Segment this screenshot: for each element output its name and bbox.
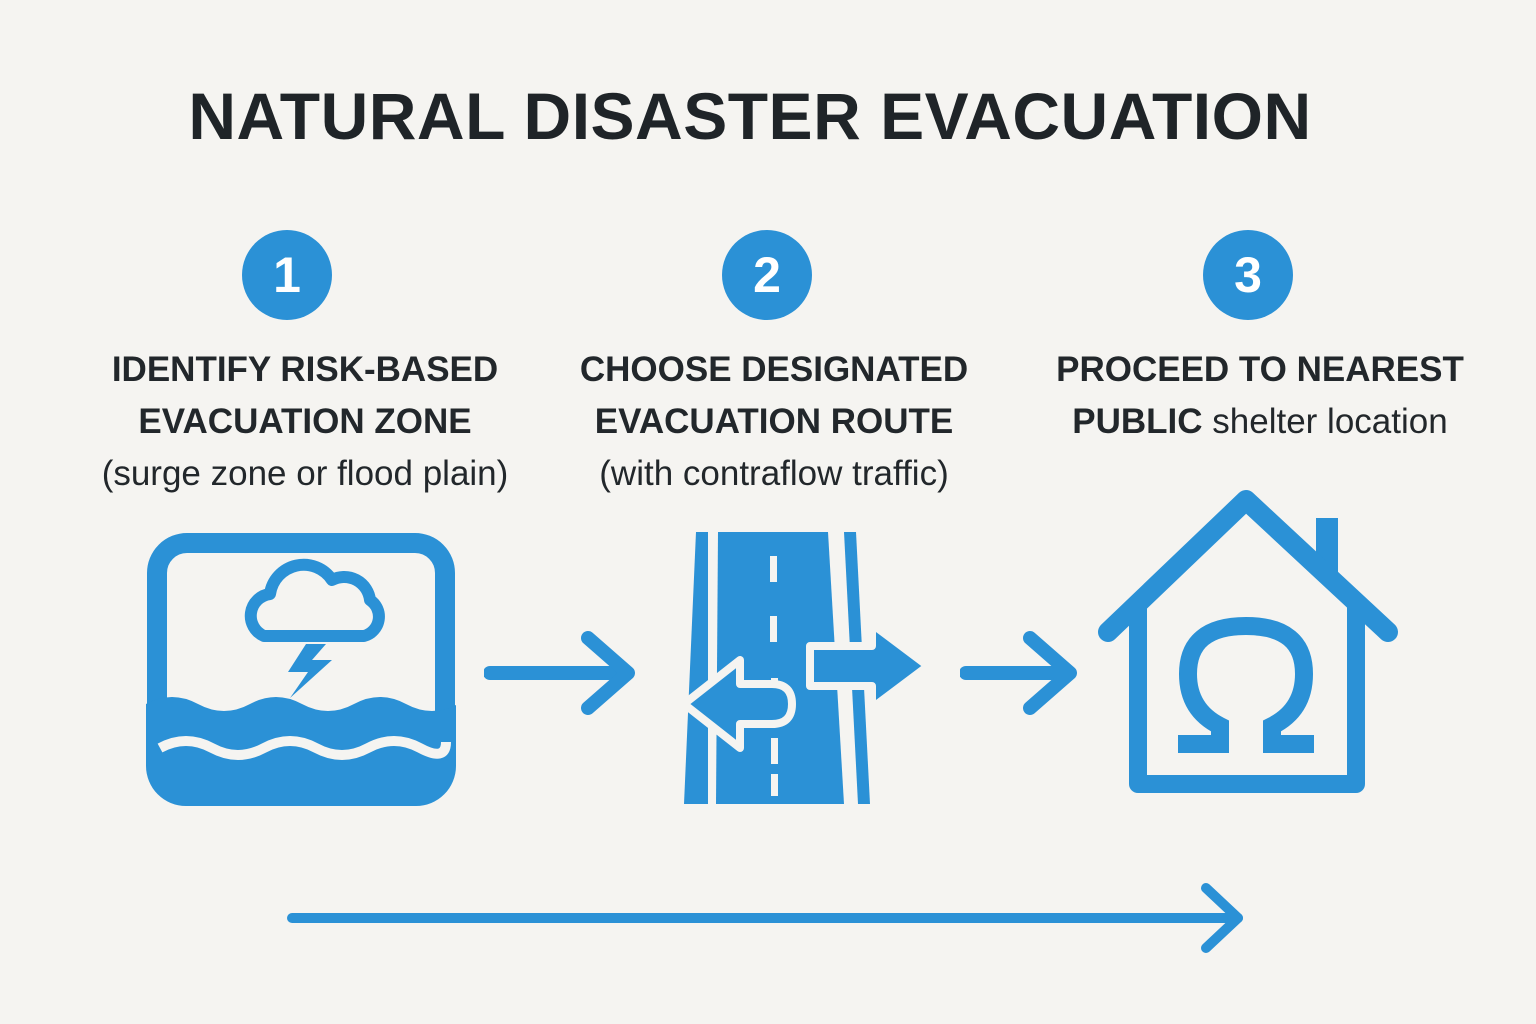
step-1-heading-line2: EVACUATION ZONE xyxy=(138,402,472,441)
step-3-text: PROCEED TO NEAREST PUBLIC shelter locati… xyxy=(1030,344,1490,448)
step-2-heading-line1: CHOOSE DESIGNATED xyxy=(579,350,969,389)
step-1-text: IDENTIFY RISK-BASED EVACUATION ZONE (sur… xyxy=(75,344,535,500)
storm-surge-icon xyxy=(146,533,456,806)
arrow-right-icon xyxy=(484,631,635,715)
shelter-house-icon xyxy=(1098,490,1398,793)
step-3-number-badge: 3 xyxy=(1203,230,1293,320)
long-arrow-right-icon xyxy=(287,883,1243,953)
step-3-heading-line2: PUBLIC shelter location xyxy=(1030,396,1490,448)
contraflow-road-icon xyxy=(680,532,932,804)
step-3-heading-public: PUBLIC xyxy=(1072,402,1203,441)
step-1-heading-line1: IDENTIFY RISK-BASED xyxy=(111,350,499,389)
step-2-subtext: (with contraflow traffic) xyxy=(599,454,949,493)
step-2-text: CHOOSE DESIGNATED EVACUATION ROUTE (with… xyxy=(544,344,1004,500)
step-2-number-badge: 2 xyxy=(722,230,812,320)
step-1-subtext: (surge zone or flood plain) xyxy=(101,454,509,493)
step-3-heading-line1: PROCEED TO NEAREST xyxy=(1056,350,1464,389)
arrow-right-icon xyxy=(960,631,1077,715)
page-title: NATURAL DISASTER EVACUATION xyxy=(188,79,1312,153)
step-2-heading-line2: EVACUATION ROUTE xyxy=(594,402,954,441)
step-3-heading-rest: shelter location xyxy=(1202,402,1448,441)
step-1-number-badge: 1 xyxy=(242,230,332,320)
